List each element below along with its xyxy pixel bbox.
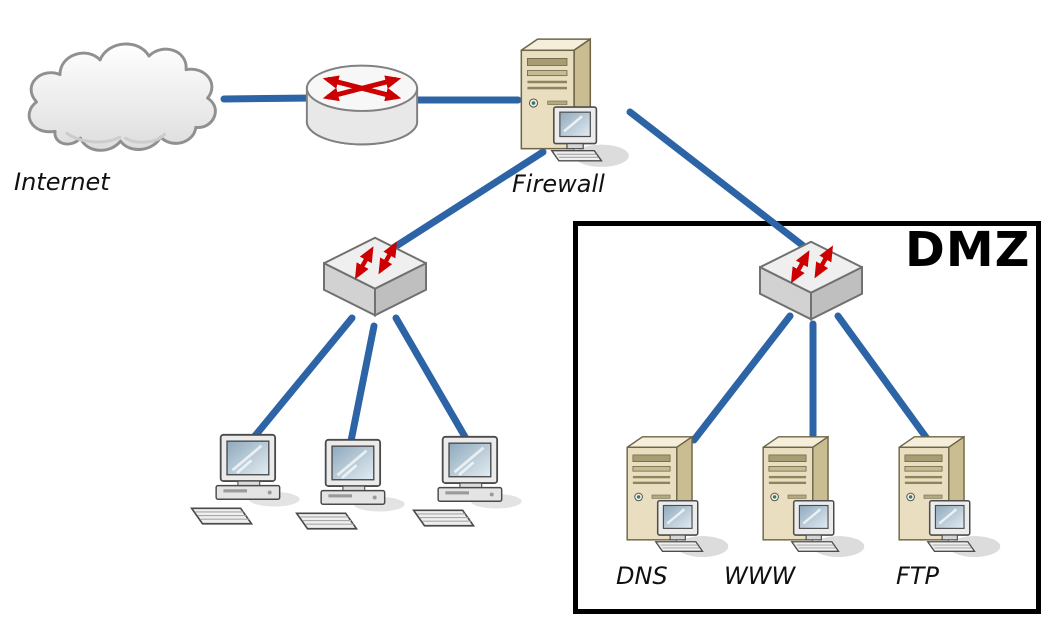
link-lan-switch-workstation-1 bbox=[246, 314, 356, 446]
dmz-zone bbox=[573, 221, 1041, 614]
dns-label: DNS bbox=[616, 562, 668, 590]
firewall-label: Firewall bbox=[512, 170, 605, 198]
dmz-zone-label: DMZ bbox=[905, 222, 1031, 278]
www-server-icon bbox=[746, 428, 870, 562]
firewall-server-icon bbox=[503, 30, 635, 172]
dmz-switch-icon bbox=[752, 230, 870, 333]
www-label: WWW bbox=[724, 562, 796, 590]
internet-label: Internet bbox=[14, 168, 110, 196]
link-lan-switch-workstation-2 bbox=[346, 322, 378, 450]
workstation-3-icon bbox=[410, 434, 528, 534]
dns-server-icon bbox=[610, 428, 734, 562]
link-internet-router bbox=[220, 94, 318, 103]
link-firewall-lan-switch bbox=[386, 148, 547, 254]
link-dmz-switch-ftp bbox=[834, 312, 932, 444]
ftp-server-icon bbox=[882, 428, 1006, 562]
ftp-label: FTP bbox=[896, 562, 939, 590]
link-firewall-dmz-switch bbox=[626, 108, 810, 252]
link-dmz-switch-dns bbox=[690, 312, 794, 444]
link-lan-switch-workstation-3 bbox=[392, 314, 472, 446]
workstation-2-icon bbox=[293, 437, 411, 537]
router-icon bbox=[298, 56, 426, 156]
internet-cloud-icon bbox=[16, 26, 231, 176]
lan-switch-icon bbox=[316, 226, 434, 329]
workstation-1-icon bbox=[188, 432, 306, 532]
